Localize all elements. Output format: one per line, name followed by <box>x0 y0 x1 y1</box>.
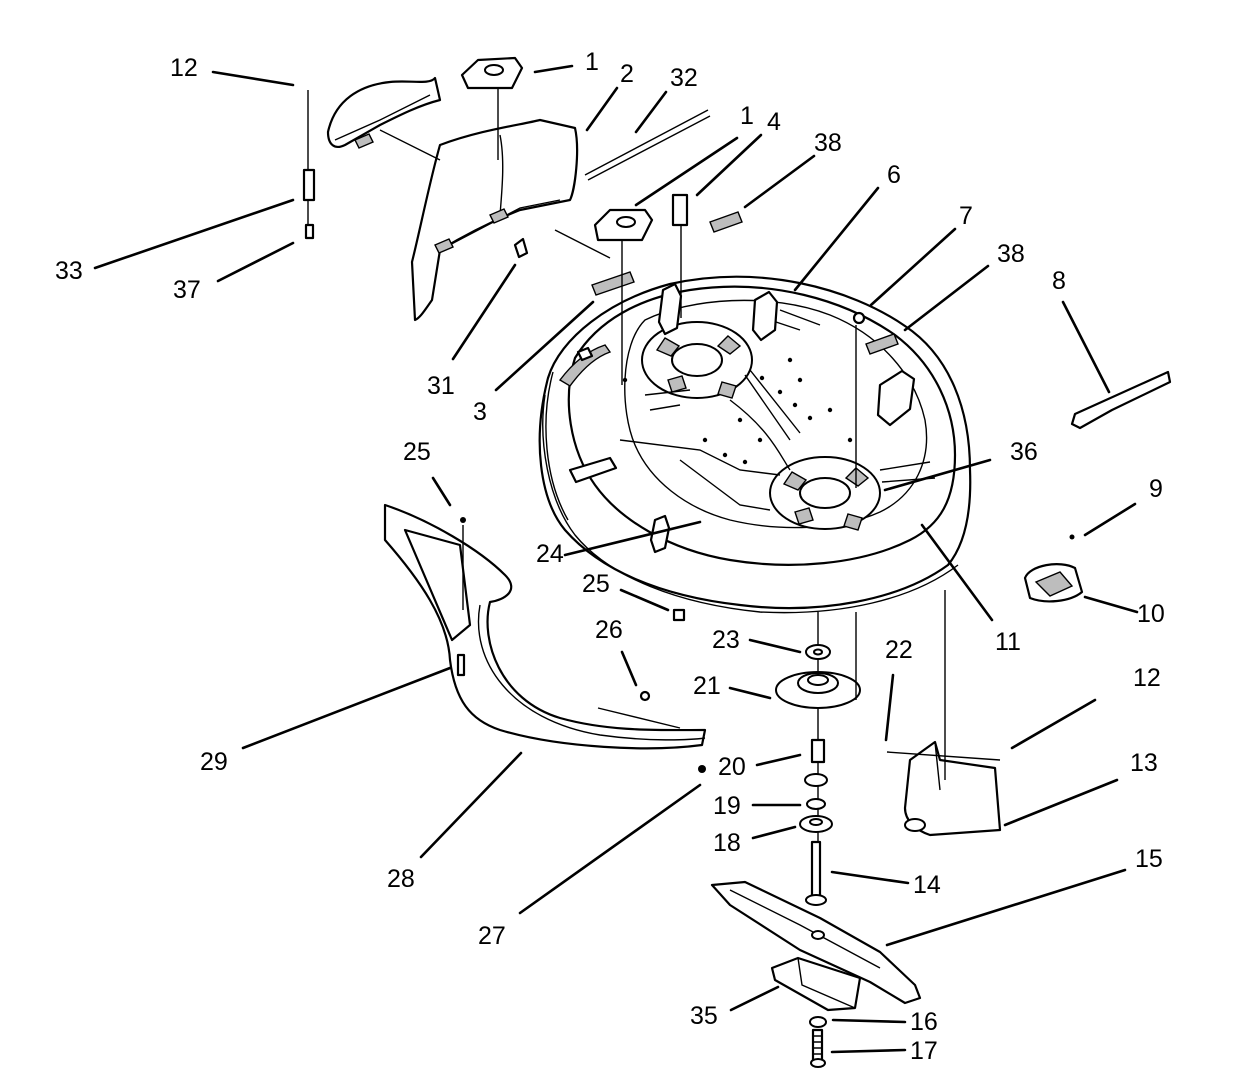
callout-13: 13 <box>1130 749 1158 777</box>
callout-23: 23 <box>712 626 740 654</box>
callout-20: 20 <box>718 753 746 781</box>
callout-8: 8 <box>1052 267 1066 295</box>
callout-17: 17 <box>910 1037 938 1065</box>
part-9-screw <box>1069 534 1075 540</box>
callout-32: 32 <box>670 64 698 92</box>
callout-38-right: 38 <box>997 240 1025 268</box>
part-3-pad <box>591 271 635 296</box>
part-15-blade <box>710 880 922 1005</box>
callout-14: 14 <box>913 871 941 899</box>
part-1-bracket-middle <box>593 208 654 242</box>
part-32-rod <box>584 109 709 176</box>
callout-18: 18 <box>713 829 741 857</box>
deflector-assembly <box>302 76 579 322</box>
callout-35: 35 <box>690 1002 718 1030</box>
part-16-washer <box>809 1016 827 1028</box>
callout-1-top: 1 <box>585 48 599 76</box>
part-26-nut <box>639 690 651 702</box>
part-28-chute-guard <box>383 503 707 750</box>
callout-38-top: 38 <box>814 129 842 157</box>
callout-3: 3 <box>473 398 487 426</box>
callout-28: 28 <box>387 865 415 893</box>
callout-25-left: 25 <box>403 438 431 466</box>
callout-9: 9 <box>1149 475 1163 503</box>
part-19-washer <box>806 798 826 810</box>
callout-22: 22 <box>885 636 913 664</box>
part-8-baffle-bar <box>1070 370 1172 430</box>
part-27-washer <box>698 765 706 773</box>
callout-25-center: 25 <box>582 570 610 598</box>
callout-7: 7 <box>959 202 973 230</box>
callout-33: 33 <box>55 257 83 285</box>
part-13-side-shield <box>903 740 1002 837</box>
callout-4: 4 <box>767 108 781 136</box>
part-1-bracket-top <box>460 56 524 90</box>
part-38-pad-a <box>709 211 743 233</box>
callout-12-right: 12 <box>1133 664 1161 692</box>
callout-36: 36 <box>1010 438 1038 466</box>
callout-labels: 12 1 2 32 1 4 38 6 7 38 8 33 37 31 3 36 … <box>55 48 1165 1065</box>
callout-16: 16 <box>910 1008 938 1036</box>
part-14-shaft <box>810 840 822 900</box>
part-38-pad-b <box>865 333 899 355</box>
part-25-nut-a <box>460 517 466 523</box>
part-17-bolt <box>811 1028 824 1062</box>
mower-deck-housing <box>538 275 972 614</box>
callout-24: 24 <box>536 540 564 568</box>
part-20-spacer <box>810 738 826 764</box>
part-25-nut-b <box>672 608 686 622</box>
leader-lines <box>93 64 1139 1054</box>
part-7-bolt <box>852 311 866 325</box>
callout-26: 26 <box>595 616 623 644</box>
callout-29: 29 <box>200 748 228 776</box>
part-10-knob <box>1023 563 1084 603</box>
spindle-stack <box>775 612 861 1068</box>
callout-11: 11 <box>995 628 1021 656</box>
callout-27: 27 <box>478 922 506 950</box>
callout-1-middle: 1 <box>740 102 754 130</box>
callout-10: 10 <box>1137 600 1165 628</box>
callout-12-top: 12 <box>170 54 198 82</box>
callout-21: 21 <box>693 672 721 700</box>
part-35-blade-adapter <box>770 956 862 1012</box>
callout-37: 37 <box>173 276 201 304</box>
callout-19: 19 <box>713 792 741 820</box>
callout-31: 31 <box>427 372 455 400</box>
callout-2: 2 <box>620 60 634 88</box>
part-4-pin <box>671 193 689 227</box>
part-29-bolt <box>456 653 466 677</box>
callout-15: 15 <box>1135 845 1163 873</box>
callout-6: 6 <box>887 161 901 189</box>
